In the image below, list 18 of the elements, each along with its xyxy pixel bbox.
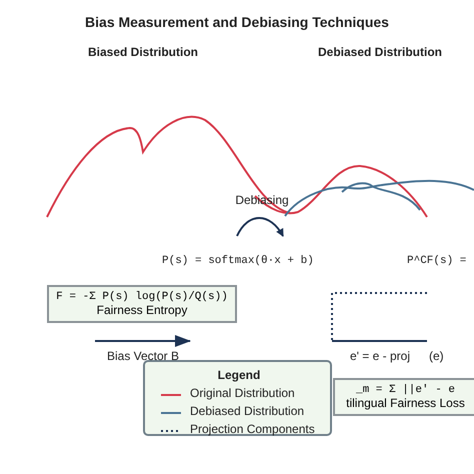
title: Bias Measurement and Debiasing Techniques	[85, 14, 389, 30]
formula-box	[333, 378, 474, 416]
formula: F = -Σ P(s) log(P(s)/Q(s))	[55, 291, 229, 303]
heading: Debiased Distribution	[318, 45, 442, 59]
node-label: tilingual Fairness Loss	[345, 396, 466, 410]
legend-label: Projection Components	[190, 422, 315, 436]
legend-label: Debiased Distribution	[190, 404, 304, 418]
formula: P(s) = softmax(θ·x + b)	[162, 255, 314, 267]
heading: Biased Distribution	[88, 45, 198, 59]
legend-title: Legend	[218, 368, 260, 382]
formula-label: (e)	[429, 349, 444, 363]
legend-label: Original Distribution	[190, 386, 295, 400]
formula: _m = Σ ||e' - e	[354, 384, 456, 396]
node-label: Fairness Entropy	[96, 303, 188, 317]
formula: P^CF(s) =	[407, 255, 466, 267]
formula-label: e' = e - proj	[350, 349, 410, 363]
formula-box	[47, 285, 237, 323]
arrow-label: Bias Vector B	[106, 349, 180, 363]
